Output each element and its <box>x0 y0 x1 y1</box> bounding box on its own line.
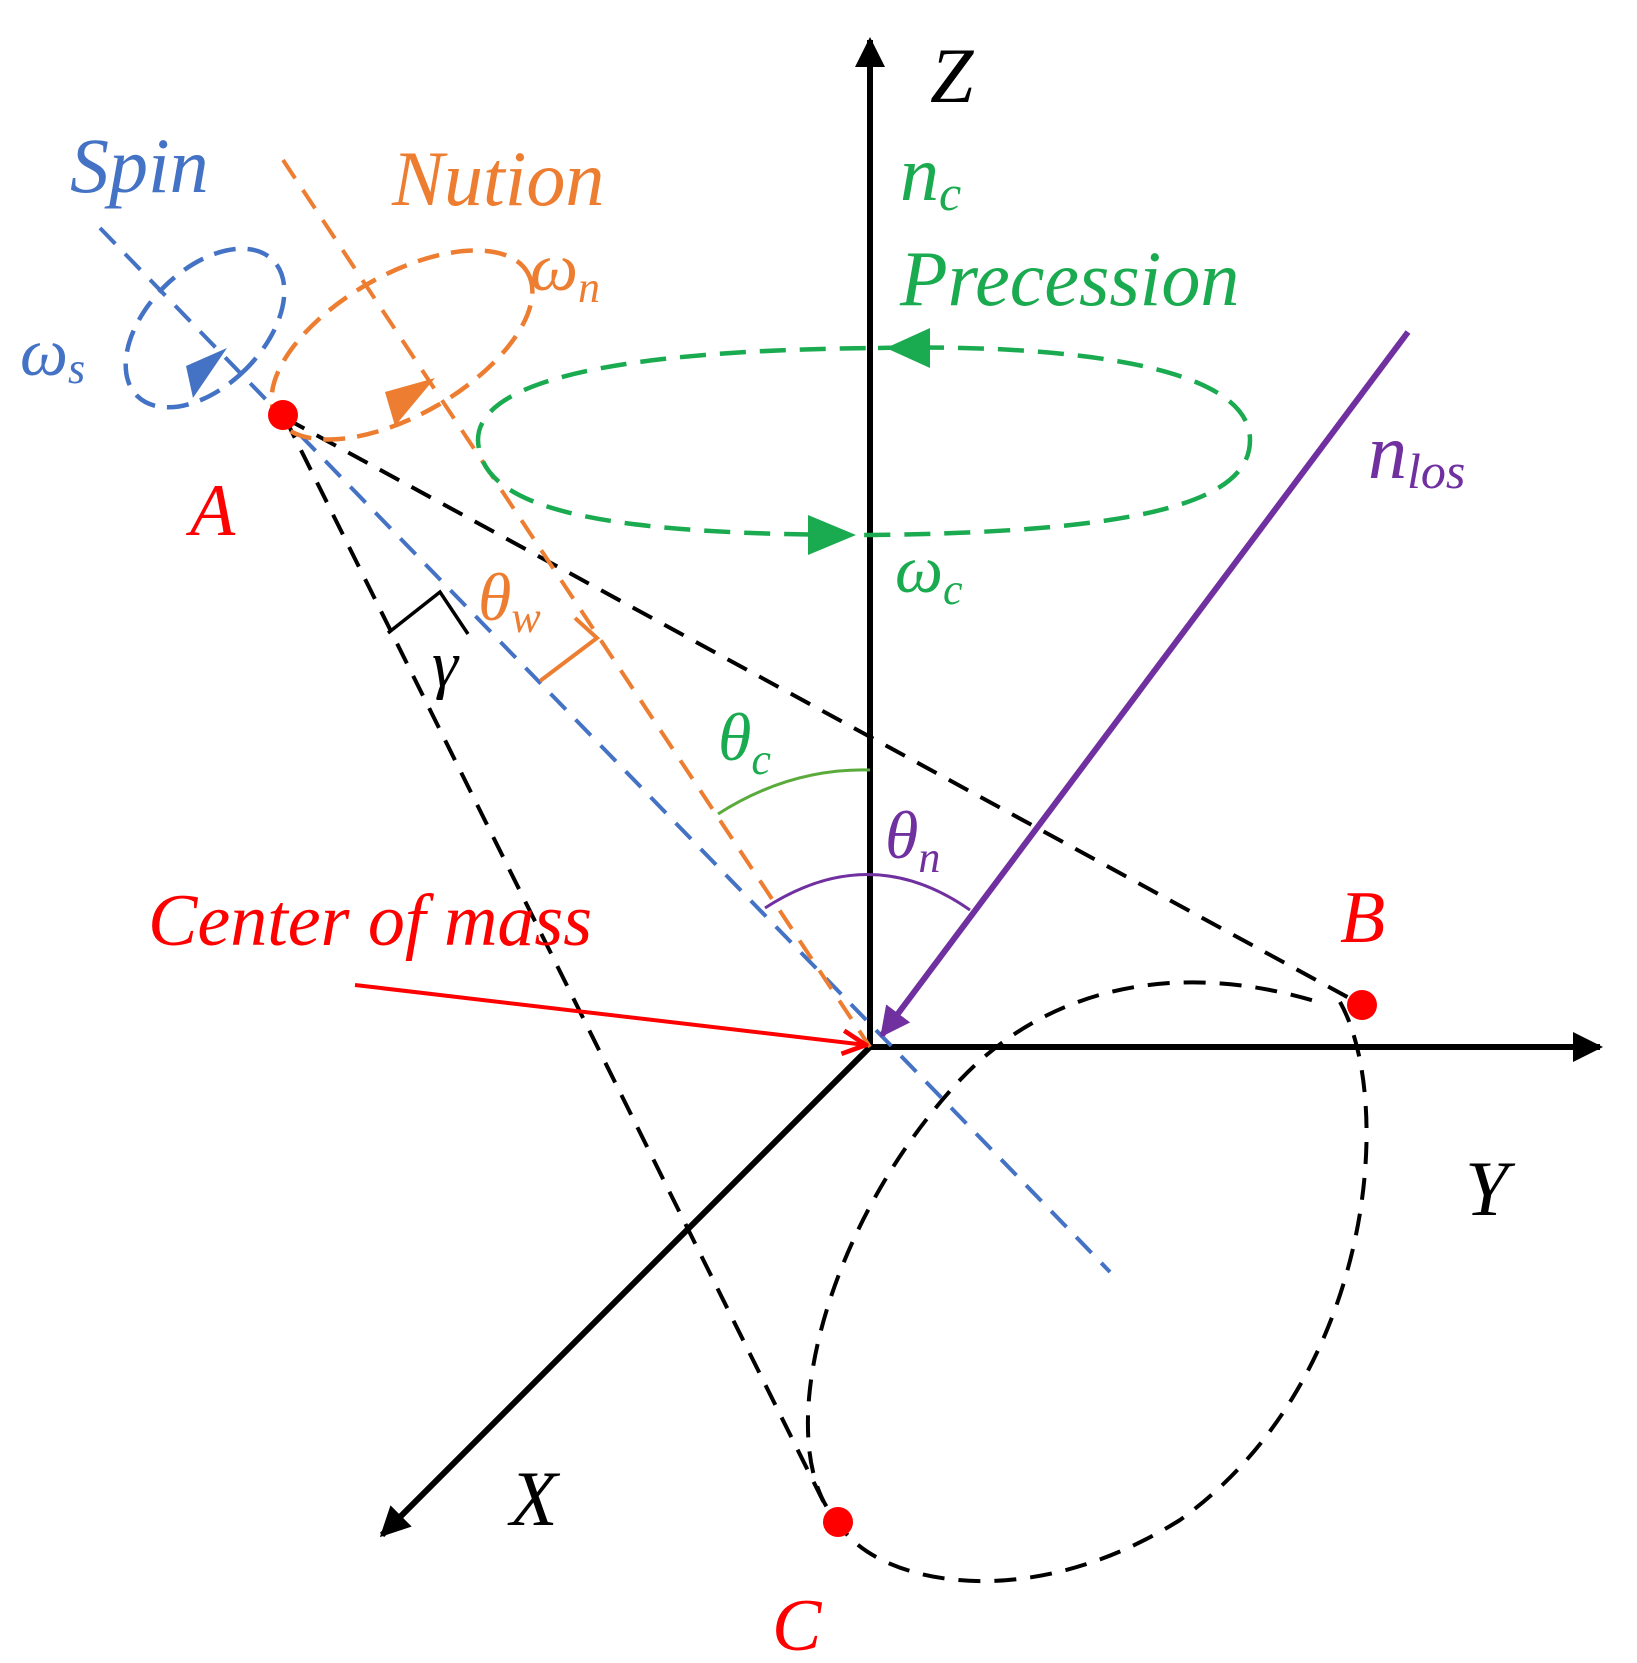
precession-top-arrow <box>886 328 930 368</box>
x-axis <box>379 1044 873 1538</box>
cone-base-ellipse <box>805 980 1369 1584</box>
point-b-marker <box>1347 990 1377 1020</box>
precession-label: Precession <box>899 235 1239 322</box>
y-axis-label: Y <box>1465 1145 1516 1232</box>
point-c-marker <box>823 1507 853 1537</box>
gamma-label: γ <box>432 628 460 701</box>
point-b-label: B <box>1340 877 1385 959</box>
cone <box>283 416 1369 1584</box>
point-a-marker <box>268 400 298 430</box>
precession-bottom-arrow <box>808 515 856 555</box>
cone-line-a-b <box>284 416 1363 1007</box>
x-axis-label: X <box>507 1455 561 1542</box>
theta-w-right-angle-mark <box>538 616 601 683</box>
spin-group <box>98 226 1112 1274</box>
nlos-label: nlos <box>1368 408 1465 499</box>
spin-ellipse <box>123 246 287 410</box>
point-a-label: A <box>185 470 236 552</box>
nc-label: nc <box>900 130 961 221</box>
precession-ellipse <box>475 345 1253 538</box>
coordinate-axes <box>379 37 1603 1538</box>
theta-c-label: θc <box>718 699 771 784</box>
precession-group <box>475 328 1253 555</box>
theta-n-arc <box>764 873 971 912</box>
spin-label: Spin <box>70 122 209 209</box>
nution-label: Nution <box>391 135 604 222</box>
gamma-right-angle-mark <box>386 589 470 635</box>
center-of-mass-arrow <box>354 983 866 1045</box>
spin-direction-arrow <box>186 348 227 398</box>
omega-s-label: ωs <box>20 314 85 393</box>
line-of-sight-vector <box>879 330 1411 1038</box>
nution-direction-arrow <box>385 378 435 426</box>
point-c-label: C <box>772 1585 823 1663</box>
nution-ellipse <box>269 248 535 442</box>
z-axis-label: Z <box>930 32 975 119</box>
omega-n-label: ωn <box>530 229 600 312</box>
spin-axis <box>98 226 1112 1274</box>
center-of-mass-label: Center of mass <box>148 880 592 962</box>
theta-c-arc <box>717 768 871 816</box>
omega-c-label: ωc <box>895 531 963 614</box>
cone-line-a-c <box>283 417 837 1526</box>
theta-w-label: θw <box>478 559 541 642</box>
theta-n-label: θn <box>885 797 940 882</box>
